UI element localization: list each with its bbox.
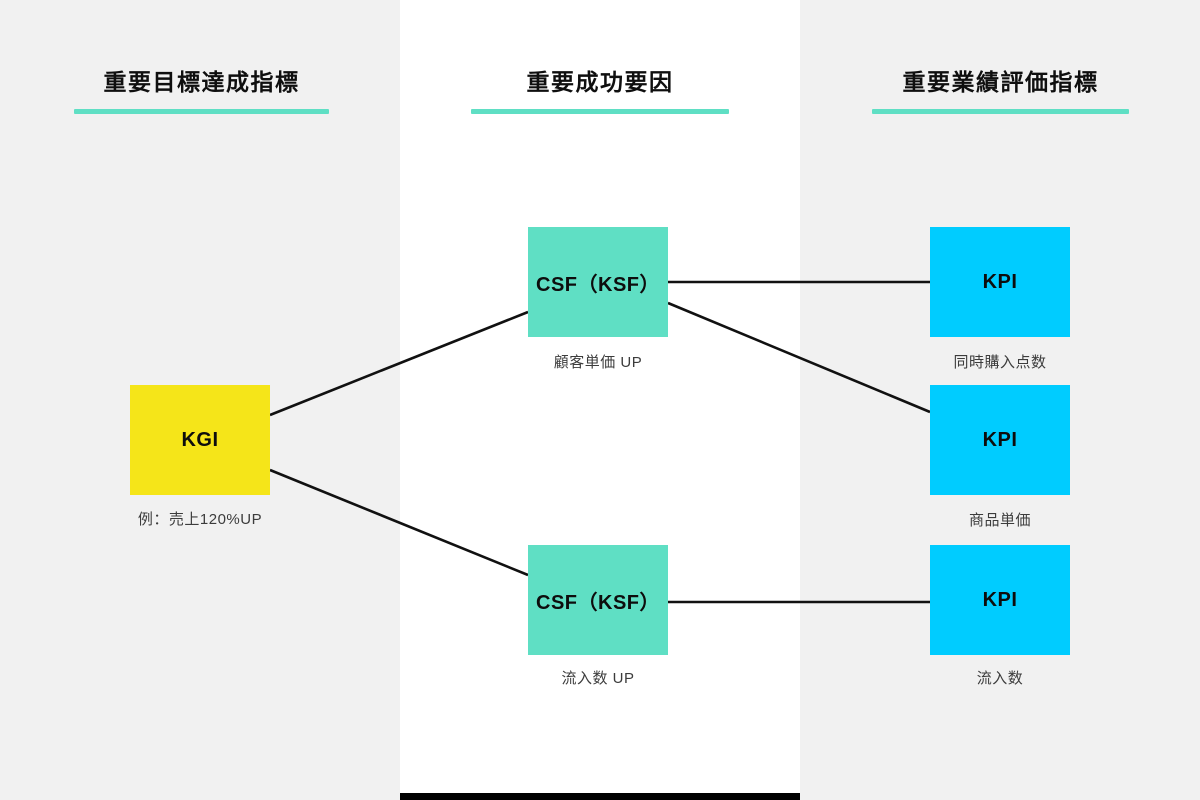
- node-kgi-caption: 例：売上120%UP: [137, 511, 263, 528]
- column-underline-csf: [471, 109, 729, 115]
- column-header-kgi: 重要目標達成指標: [74, 69, 329, 115]
- node-kpi-1-caption: 同時購入点数: [953, 354, 1047, 371]
- node-kgi-label: KGI: [181, 428, 219, 451]
- column-title-csf: 重要成功要因: [526, 69, 674, 95]
- node-kpi-3-label: KPI: [982, 588, 1018, 611]
- node-kpi-2-label: KPI: [982, 428, 1018, 451]
- column-header-kpi: 重要業績評価指標: [872, 69, 1129, 115]
- column-underline-kgi: [74, 109, 329, 115]
- column-title-kpi: 重要業績評価指標: [902, 69, 1099, 95]
- node-kgi[interactable]: KGI: [130, 385, 270, 495]
- node-kpi-2-caption: 商品単価: [968, 512, 1031, 529]
- node-csf-2-label: CSF（KSF）: [536, 591, 660, 614]
- column-title-kgi: 重要目標達成指標: [103, 69, 300, 95]
- node-csf-1[interactable]: CSF（KSF）: [528, 227, 668, 337]
- node-csf-1-label: CSF（KSF）: [536, 273, 660, 296]
- node-csf-1-caption: 顧客単価 UP: [553, 354, 643, 371]
- column-header-csf: 重要成功要因: [471, 69, 729, 115]
- node-kpi-1-label: KPI: [982, 270, 1018, 293]
- node-kpi-3[interactable]: KPI: [930, 545, 1070, 655]
- node-kpi-1[interactable]: KPI: [930, 227, 1070, 337]
- node-csf-2[interactable]: CSF（KSF）: [528, 545, 668, 655]
- node-csf-2-caption: 流入数 UP: [561, 670, 635, 687]
- column-underline-kpi: [872, 109, 1129, 115]
- node-kpi-3-caption: 流入数: [976, 670, 1024, 687]
- node-kpi-2[interactable]: KPI: [930, 385, 1070, 495]
- bottom-rule: [400, 793, 800, 800]
